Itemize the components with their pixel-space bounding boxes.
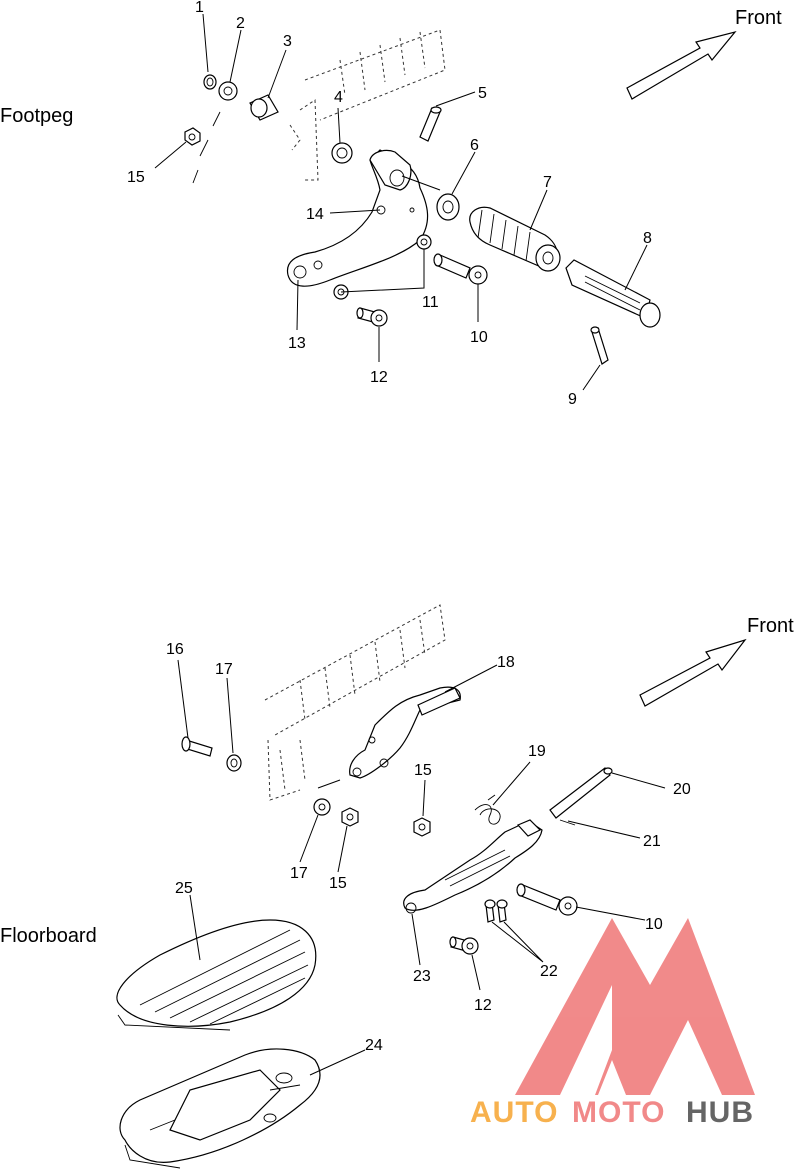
callout-12a: 12 (370, 369, 388, 386)
part-9-cotter-pin (590, 326, 609, 365)
callout-12b: 12 (474, 997, 492, 1014)
callout-14: 14 (306, 206, 324, 223)
part-17-collar-lower (313, 798, 331, 816)
callout-18: 18 (497, 654, 515, 671)
front-label-top: Front (735, 7, 782, 29)
part-2-washer (218, 81, 238, 101)
callout-8: 8 (643, 230, 652, 247)
callout-22: 22 (540, 963, 558, 980)
callout-16: 16 (166, 641, 184, 658)
callout-10b: 10 (645, 916, 663, 933)
part-10-bolt (433, 253, 488, 285)
callout-3: 3 (283, 33, 292, 50)
part-15-nut-upper (413, 817, 431, 837)
callout-9: 9 (568, 391, 577, 408)
part-24-floorboard-base (119, 1048, 321, 1169)
leaders-top (154, 13, 648, 391)
callout-15b: 15 (414, 762, 432, 779)
part-13-footpeg-bracket (286, 149, 429, 287)
part-16-bolt (181, 736, 213, 757)
front-arrow-top: Front (626, 7, 782, 100)
part-17-collar (226, 754, 242, 772)
part-18-mount-bracket (349, 686, 461, 779)
callout-4: 4 (334, 89, 343, 106)
callout-2: 2 (236, 15, 245, 32)
part-3-bushing (249, 94, 279, 121)
part-23-floorboard-arm (403, 819, 543, 914)
part-6-washer (436, 193, 460, 221)
callout-6: 6 (470, 137, 479, 154)
callout-20: 20 (673, 781, 691, 798)
callout-1: 1 (195, 0, 204, 16)
callout-19: 19 (528, 743, 546, 760)
callout-13: 13 (288, 335, 306, 352)
part-21-clip (559, 819, 576, 826)
part-8-footpeg-core (565, 259, 661, 328)
part-15-nut-lower (341, 807, 359, 827)
leaders-bottom (177, 659, 666, 1076)
watermark-hub: HUB (686, 1096, 754, 1129)
callout-15c: 15 (329, 875, 347, 892)
part-12-bolt (356, 307, 388, 327)
callout-23: 23 (413, 968, 431, 985)
part-22-screws (484, 899, 508, 923)
section-title-floorboard: Floorboard (0, 925, 97, 947)
part-7-footpeg-rubber (469, 206, 561, 272)
callout-17a: 17 (215, 661, 233, 678)
part-10-bolt-bottom (516, 883, 578, 916)
part-19-spring (474, 794, 501, 825)
part-15-nut (184, 127, 201, 146)
callout-17b: 17 (290, 865, 308, 882)
front-arrow-bottom: Front (639, 615, 794, 707)
callout-5: 5 (478, 85, 487, 102)
front-label-bottom: Front (747, 615, 794, 637)
frame-outline-top (289, 29, 446, 181)
part-25-floorboard-pad (116, 919, 317, 1031)
callout-7: 7 (543, 174, 552, 191)
part-12-bolt-bottom (449, 936, 479, 955)
callout-21: 21 (643, 833, 661, 850)
part-4-washer (331, 142, 353, 164)
frame-outline-bottom (264, 604, 446, 801)
callout-15a: 15 (127, 169, 145, 186)
callout-11: 11 (422, 294, 439, 311)
watermark-logo-icon (515, 918, 755, 1095)
part-20-pivot-pin (549, 767, 613, 819)
watermark: AUTO MOTO HUB (470, 918, 755, 1129)
part-5-pin (419, 106, 442, 142)
watermark-auto: AUTO (470, 1096, 558, 1129)
watermark-moto: MOTO (572, 1096, 665, 1129)
callout-25: 25 (175, 880, 193, 897)
callout-10a: 10 (470, 329, 488, 346)
section-title-footpeg: Footpeg (0, 105, 73, 127)
part-1-circlip (203, 74, 217, 90)
callout-24: 24 (365, 1037, 383, 1054)
